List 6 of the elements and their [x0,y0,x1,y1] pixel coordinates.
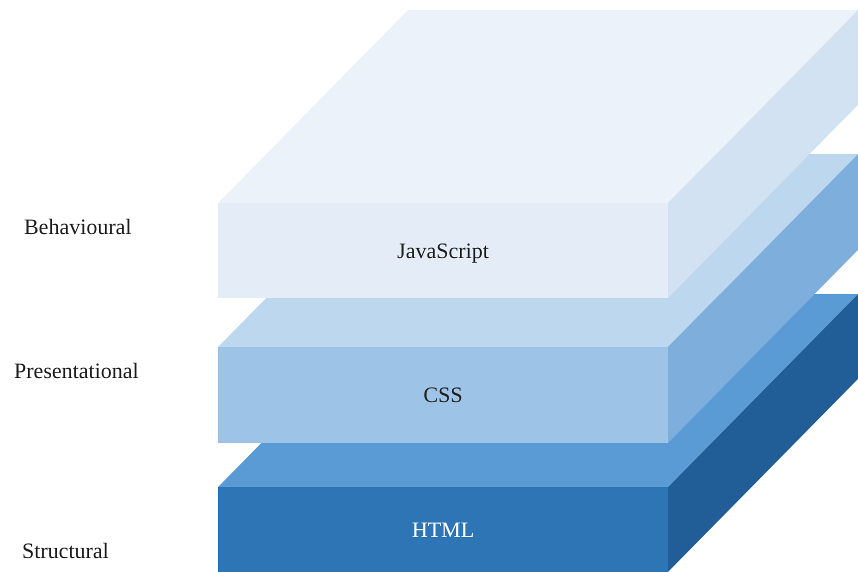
layer-block: JavaScript [218,203,668,298]
layer-category-label: Presentational [14,358,139,384]
layer-category-label: Behavioural [24,214,132,240]
layer-category-label: Structural [22,538,109,564]
layer-block: HTML [218,487,668,572]
layer-block: CSS [218,347,668,443]
